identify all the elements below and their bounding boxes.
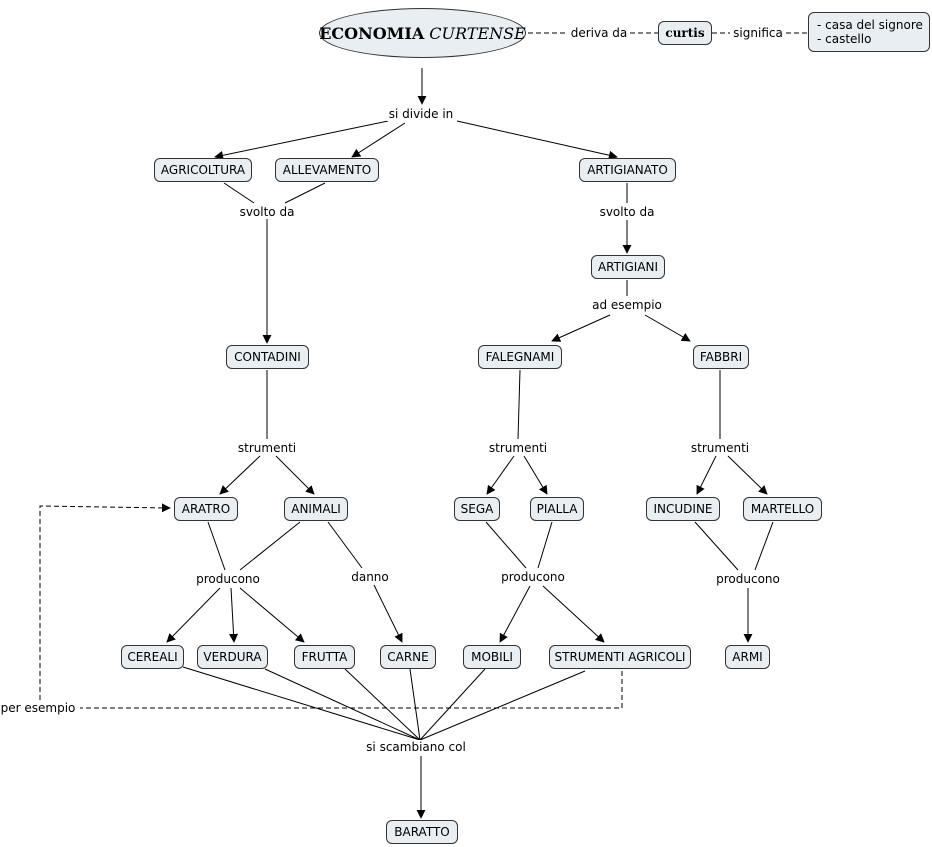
connector-allevamento-svolto (284, 182, 326, 204)
link-si-scambiano-col: si scambiano col (364, 740, 468, 754)
node-allevamento[interactable]: ALLEVAMENTO (275, 158, 379, 182)
connector-strumenti-martello (727, 455, 768, 495)
connector-divide-artigianato (456, 120, 618, 160)
node-artigiani[interactable]: ARTIGIANI (591, 255, 665, 279)
connector-sega-producono (485, 521, 527, 569)
title-bold-text: ECONOMIA (319, 23, 425, 43)
node-artigianato[interactable]: ARTIGIANATO (579, 158, 676, 182)
connector-aratro-producono (207, 521, 226, 571)
title-italic-text: CURTENSE (429, 23, 526, 43)
node-curtis[interactable]: curtis (658, 21, 712, 45)
connector-producono-strumenti-agricoli (542, 585, 605, 643)
node-cereali[interactable]: CEREALI (121, 645, 184, 669)
link-producono-fabbri: producono (714, 572, 782, 586)
link-per-esempio: per esempio (0, 701, 78, 715)
link-ad-esempio: ad esempio (590, 298, 664, 312)
connector-strumenti-agricoli-per-esempio (80, 671, 623, 709)
link-strumenti-contadini: strumenti (235, 441, 299, 455)
connector-pialla-producono (537, 521, 553, 569)
connector-producono-mobili (499, 585, 531, 643)
connector-strumenti-incudine (696, 455, 717, 495)
connector-strumenti-agricoli-scambio (419, 670, 586, 741)
link-producono-contadini: producono (194, 572, 262, 586)
node-agricoltura[interactable]: AGRICOLTURA (154, 158, 252, 182)
link-strumenti-fabbri: strumenti (688, 441, 752, 455)
connector-falegnami-strumenti (517, 369, 521, 440)
connector-divide-agricoltura (214, 120, 389, 160)
connector-carne-scambio (409, 668, 421, 741)
meaning-line-1: - casa del signore (817, 18, 923, 32)
connector-esempio-fabbri (644, 314, 691, 342)
title-node[interactable]: ECONOMIA CURTENSE (319, 8, 526, 58)
connector-agricoltura-svolto (223, 182, 255, 204)
link-deriva-da: deriva da (568, 26, 630, 40)
link-svolto-da-contadini: svolto da (237, 205, 297, 219)
node-frutta[interactable]: FRUTTA (294, 645, 355, 669)
connector-frutta-scambio (344, 668, 421, 741)
node-fabbri[interactable]: FABBRI (693, 345, 749, 369)
connector-strumenti-pialla (523, 455, 548, 495)
node-baratto[interactable]: BARATTO (386, 820, 458, 844)
connector-strumenti-aratro (219, 455, 261, 495)
link-strumenti-falegnami: strumenti (486, 441, 550, 455)
node-meaning[interactable]: - casa del signore - castello (808, 12, 930, 52)
node-falegnami[interactable]: FALEGNAMI (478, 345, 562, 369)
node-carne[interactable]: CARNE (380, 645, 436, 669)
link-significa: significa (731, 26, 785, 40)
connector-per-esempio-aratro (39, 503, 171, 700)
connector-esempio-falegnami (551, 314, 611, 342)
connector-animali-danno (327, 521, 363, 569)
node-verdura[interactable]: VERDURA (197, 645, 268, 669)
meaning-line-2: - castello (817, 32, 872, 46)
connector-strumenti-animali (275, 455, 315, 495)
connector-animali-producono (239, 521, 301, 571)
node-sega[interactable]: SEGA (454, 497, 500, 521)
connector-producono-cereali (166, 587, 221, 643)
connector-producono-verdura (229, 587, 239, 643)
connector-martello-producono (754, 521, 774, 571)
node-armi[interactable]: ARMI (725, 645, 770, 669)
node-strumenti-agricoli[interactable]: STRUMENTI AGRICOLI (549, 645, 691, 669)
connector-danno-carne (373, 584, 403, 643)
link-producono-falegnami: producono (499, 570, 567, 584)
node-aratro[interactable]: ARATRO (174, 497, 238, 521)
connector-cereali-scambio (182, 666, 421, 741)
connector-verdura-scambio (264, 668, 421, 741)
link-si-divide-in: si divide in (386, 107, 456, 121)
node-animali[interactable]: ANIMALI (284, 497, 348, 521)
node-martello[interactable]: MARTELLO (743, 497, 822, 521)
node-pialla[interactable]: PIALLA (530, 497, 584, 521)
node-incudine[interactable]: INCUDINE (646, 497, 720, 521)
connector-divide-allevamento (351, 122, 406, 158)
connector-incudine-producono (694, 521, 739, 571)
link-svolto-da-artigiani: svolto da (597, 205, 657, 219)
link-danno: danno (349, 570, 391, 584)
connector-producono-frutta (239, 587, 305, 643)
connector-mobili-scambio (419, 668, 486, 741)
node-contadini[interactable]: CONTADINI (226, 345, 309, 369)
connector-strumenti-sega (486, 455, 515, 495)
node-mobili[interactable]: MOBILI (463, 645, 521, 669)
